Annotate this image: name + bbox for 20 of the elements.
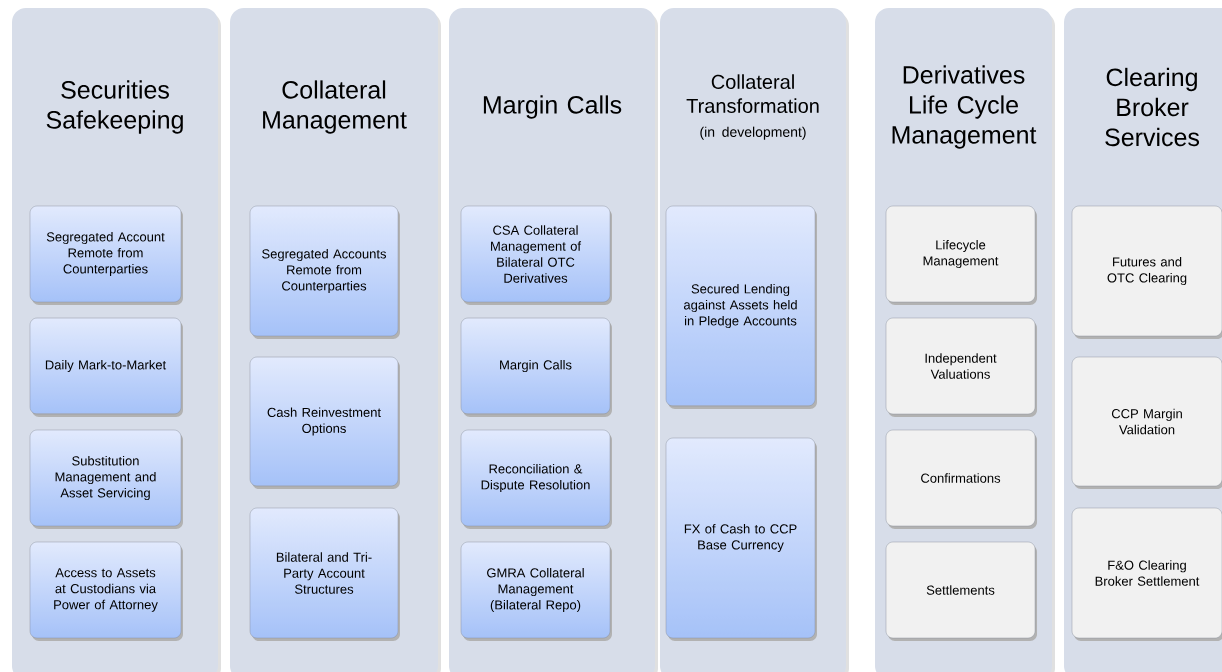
service-box: Margin Calls bbox=[460, 317, 612, 417]
service-box: Confirmations bbox=[885, 429, 1037, 529]
service-box: CCP Margin Validation bbox=[1071, 356, 1222, 489]
service-box: Reconciliation & Dispute Resolution bbox=[460, 429, 612, 529]
service-box: Access to Assets at Custodians via Power of Attorney bbox=[29, 541, 183, 641]
service-box: Segregated Accounts Remote from Counterparties bbox=[249, 205, 400, 339]
service-box: Lifecycle Management bbox=[885, 205, 1037, 305]
service-box: Independent Valuations bbox=[885, 317, 1037, 417]
service-box: Segregated Account Remote from Counterparties bbox=[29, 205, 183, 305]
service-box: Substitution Management and Asset Servicing bbox=[29, 429, 183, 529]
service-box: F&O Clearing Broker Settlement bbox=[1071, 507, 1222, 641]
service-box: Secured Lending against Assets held in Pledge Accounts bbox=[665, 205, 817, 409]
service-box: Settlements bbox=[885, 541, 1037, 641]
service-box: Cash Reinvestment Options bbox=[249, 356, 400, 489]
service-box: Bilateral and Tri-Party Account Structures bbox=[249, 507, 400, 641]
service-box: Daily Mark-to-Market bbox=[29, 317, 183, 417]
service-box: Futures and OTC Clearing bbox=[1071, 205, 1222, 339]
service-box: CSA Collateral Management of Bilateral OTC Derivatives bbox=[460, 205, 612, 305]
service-box: GMRA Collateral Management (Bilateral Repo) bbox=[460, 541, 612, 641]
service-box: FX of Cash to CCP Base Currency bbox=[665, 437, 817, 641]
